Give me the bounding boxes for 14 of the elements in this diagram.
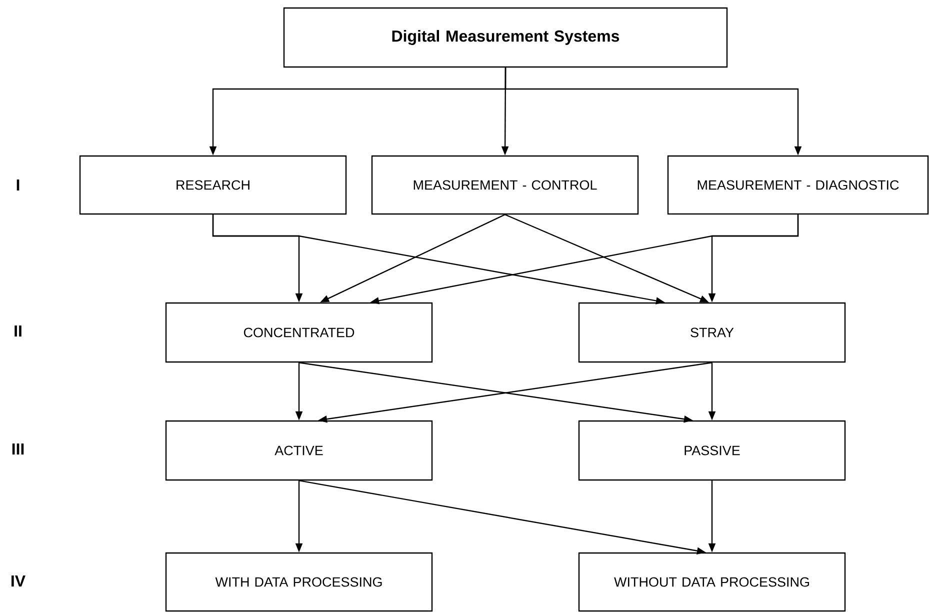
level-label: II (14, 326, 22, 336)
category-box: CONCENTRATED (165, 302, 433, 363)
level-label: III (12, 444, 24, 454)
category-box: MEASUREMENT - CONTROL (371, 155, 639, 215)
category-box: ACTIVE (165, 420, 433, 481)
category-box: WITHOUT DATA PROCESSING (578, 552, 846, 612)
category-box: WITH DATA PROCESSING (165, 552, 433, 612)
category-box: RESEARCH (79, 155, 347, 215)
category-box: MEASUREMENT - DIAGNOSTIC (667, 155, 929, 215)
title-box: Digital Measurement Systems (283, 7, 728, 68)
level-label: I (16, 180, 20, 190)
category-box: PASSIVE (578, 420, 846, 481)
category-box: STRAY (578, 302, 846, 363)
level-label: IV (12, 575, 26, 586)
